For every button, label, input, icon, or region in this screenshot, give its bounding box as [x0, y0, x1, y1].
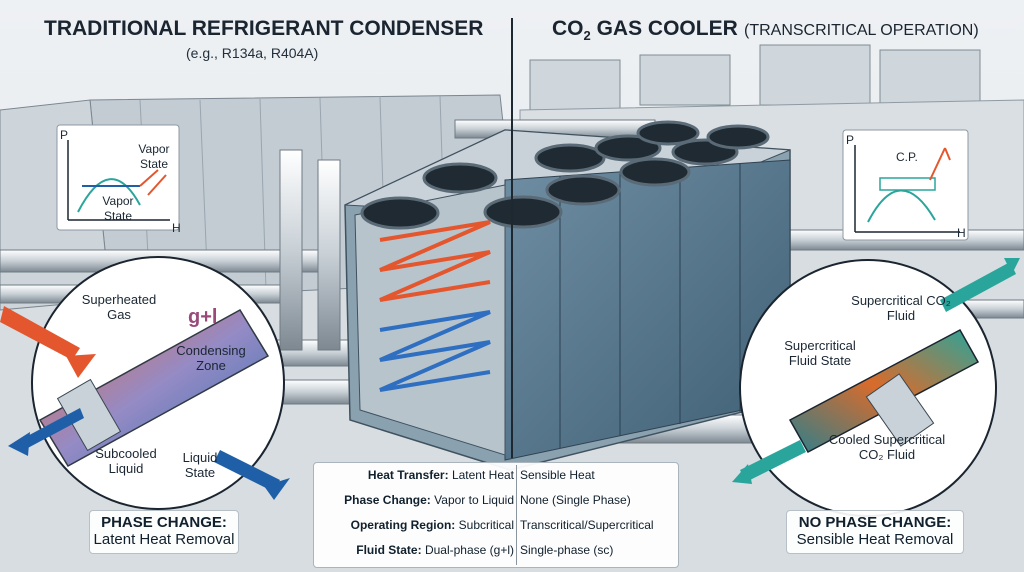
comparison-right-value: Sensible Heat: [520, 468, 595, 482]
comparison-row: Heat Transfer: Latent Heat Sensible Heat: [314, 463, 678, 487]
left-chart-x-axis: H: [172, 221, 181, 235]
left-subtitle: (e.g., R134a, R404A): [186, 45, 319, 61]
comparison-divider: [516, 465, 517, 565]
right-title-rest: GAS COOLER: [590, 17, 738, 40]
right-callout-circle: [732, 258, 1020, 517]
cooled-supercritical-label: Cooled Supercritical CO₂ Fluid: [828, 432, 946, 462]
comparison-left-value: Subcritical: [458, 518, 514, 532]
comparison-row: Phase Change: Vapor to Liquid None (Sing…: [314, 488, 678, 512]
supercritical-fluid-state-label: Supercritical Fluid State: [784, 338, 856, 368]
comparison-right-value: Single-phase (sc): [520, 543, 614, 557]
supercritical-co2-fluid-label: Supercritical CO₂ Fluid: [851, 293, 951, 323]
subcooled-liquid-label: Subcooled Liquid: [95, 446, 157, 476]
comparison-label: Operating Region:: [350, 518, 456, 532]
gl-symbol: g+l: [188, 306, 218, 328]
comparison-left-value: Latent Heat: [451, 468, 514, 482]
left-chart-label-top: Vapor State: [138, 142, 170, 171]
left-chart-label-bottom: Vapor State: [102, 194, 134, 223]
comparison-left-value: Dual-phase (g+l): [424, 543, 514, 557]
right-title-subscript: 2: [583, 28, 591, 44]
right-ph-chart: [842, 129, 969, 241]
comparison-label: Heat Transfer:: [367, 468, 449, 482]
comparison-label: Fluid State:: [356, 543, 422, 557]
right-title-co: CO: [552, 17, 584, 40]
right-chart-x-axis: H: [957, 226, 966, 240]
right-title-paren: (TRANSCRITICAL OPERATION): [744, 22, 979, 39]
left-caption-heading: PHASE CHANGE:: [101, 514, 227, 531]
right-chart-cp-label: C.P.: [896, 150, 918, 164]
right-caption-body: Sensible Heat Removal: [796, 531, 954, 548]
comparison-row: Fluid State: Dual-phase (g+l) Single-pha…: [314, 538, 678, 562]
comparison-left-value: Vapor to Liquid: [434, 493, 514, 507]
superheated-gas-label: Superheated Gas: [81, 292, 157, 322]
liquid-state-label: Liquid State: [182, 450, 218, 480]
comparison-right-value: Transcritical/Supercritical: [520, 518, 654, 532]
comparison-label: Phase Change:: [344, 493, 431, 507]
left-chart-y-axis: P: [60, 128, 69, 142]
left-title: TRADITIONAL REFRIGERANT CONDENSER: [44, 17, 484, 40]
right-title: CO2 GAS COOLER: [552, 17, 738, 43]
left-caption-body: Latent Heat Removal: [93, 531, 235, 548]
right-caption-box: NO PHASE CHANGE: Sensible Heat Removal: [786, 510, 964, 554]
condensing-zone-label: Condensing Zone: [176, 343, 246, 373]
comparison-table: Heat Transfer: Latent Heat Sensible Heat…: [313, 462, 679, 568]
right-caption-heading: NO PHASE CHANGE:: [798, 514, 952, 531]
fan-array: [360, 120, 770, 230]
comparison-row: Operating Region: Subcritical Transcriti…: [314, 513, 678, 537]
right-chart-y-axis: P: [846, 133, 855, 147]
left-callout-circle: [0, 256, 290, 510]
left-caption-box: PHASE CHANGE: Latent Heat Removal: [89, 510, 239, 554]
left-ph-chart: [56, 124, 180, 231]
comparison-right-value: None (Single Phase): [520, 493, 631, 507]
